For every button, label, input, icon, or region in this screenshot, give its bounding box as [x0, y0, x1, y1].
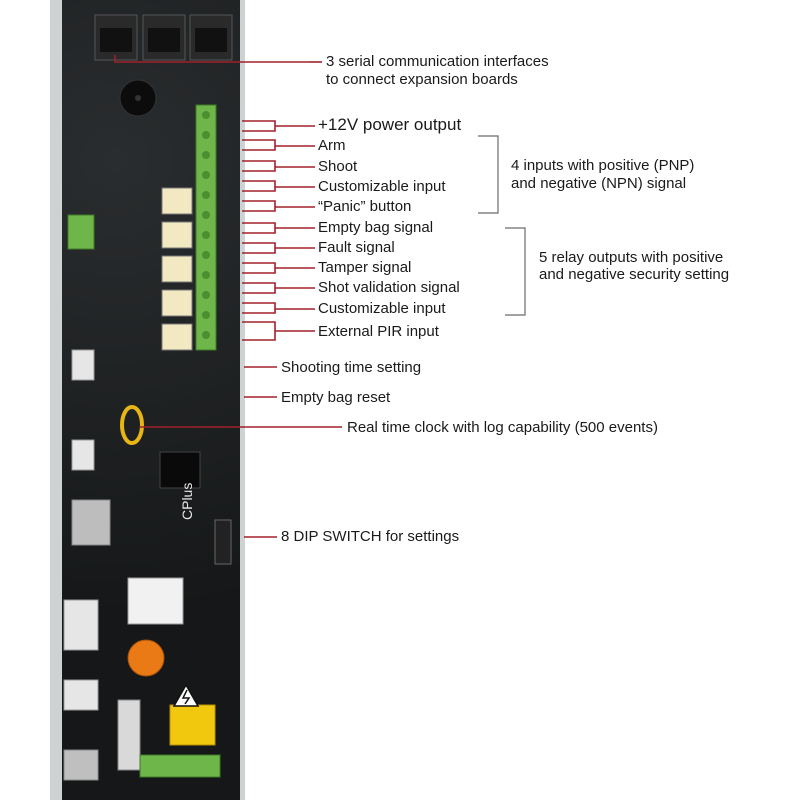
label-shoot: Shoot: [318, 158, 358, 175]
dip-switch: [214, 519, 232, 565]
mains-terminal: [139, 754, 221, 778]
side-connector-white-2: [71, 439, 95, 471]
label-custom-input-1: Customizable input: [318, 178, 446, 195]
label-empty-bag: Empty bag signal: [318, 219, 434, 236]
relay-4: [161, 289, 193, 317]
side-connector-grey: [63, 749, 99, 781]
relay-2: [161, 221, 193, 249]
side-connector-white-3: [63, 599, 99, 651]
label-dip: 8 DIP SWITCH for settings: [281, 528, 460, 545]
relay-5: [161, 323, 193, 351]
label-rtc: Real time clock with log capability (500…: [347, 419, 658, 436]
bracket-shot-validation: [242, 282, 276, 294]
serial-connector-2-socket: [148, 28, 180, 52]
bracket-empty-bag: [242, 222, 276, 234]
relay-1: [161, 187, 193, 215]
bracket-tamper: [242, 262, 276, 274]
label-pir: External PIR input: [318, 323, 439, 340]
terminal-strip: [195, 104, 217, 351]
bracket-fault: [242, 242, 276, 254]
microcontroller-chip: [159, 451, 201, 489]
serial-connectors: [94, 14, 233, 61]
terminal-screws: [202, 111, 210, 339]
x-capacitor: [169, 704, 216, 746]
label-arm: Arm: [318, 137, 346, 154]
bracket-custom-1: [242, 180, 276, 192]
bracket-shoot: [242, 160, 276, 172]
relay-3: [161, 255, 193, 283]
side-connector-green: [67, 214, 95, 250]
group-inputs-line-2: and negative (NPN) signal: [511, 175, 687, 192]
label-tamper: Tamper signal: [318, 259, 412, 276]
bracket-power: [242, 120, 276, 132]
bracket-arm: [242, 139, 276, 151]
label-power: +12V power output: [318, 115, 462, 134]
bracket-panic: [242, 200, 276, 212]
label-serial-line-1: 3 serial communication interfaces: [326, 53, 549, 70]
label-shooting-time: Shooting time setting: [281, 359, 422, 376]
label-serial-line-2: to connect expansion boards: [326, 71, 518, 88]
group-inputs-line-1: 4 inputs with positive (PNP): [511, 157, 695, 174]
callout-line-serial: [114, 55, 310, 63]
rtc-battery-coil: [120, 405, 144, 445]
bracket-custom-2: [242, 302, 276, 314]
label-custom-input-2: Customizable input: [318, 300, 446, 317]
callout-lines: [114, 55, 342, 538]
relay-block: [161, 187, 193, 351]
bracket-inputs-group: [478, 135, 499, 214]
serial-connector-3-socket: [195, 28, 227, 52]
group-relays-line-1: 5 relay outputs with positive: [539, 249, 724, 266]
label-panic: “Panic” button: [318, 198, 412, 215]
serial-connector-1-socket: [100, 28, 132, 52]
buzzer-center: [135, 95, 141, 101]
high-voltage-warning-icon: [172, 683, 200, 707]
varistor: [127, 639, 165, 677]
board-brand-text: CPlus: [179, 482, 195, 520]
group-relays-line-2: and negative security setting: [539, 266, 730, 283]
bracket-relays-group: [505, 227, 526, 316]
label-shot-validation: Shot validation signal: [318, 279, 460, 296]
side-connector-white-1: [71, 349, 95, 381]
fuse-holder: [117, 699, 141, 771]
bracket-pir: [242, 321, 276, 341]
side-connector-white-4: [63, 679, 99, 711]
power-relay: [127, 577, 184, 625]
label-empty-bag-reset: Empty bag reset: [281, 389, 391, 406]
group-brackets: [478, 135, 526, 316]
label-fault: Fault signal: [318, 239, 395, 256]
power-resistors: [71, 499, 111, 546]
